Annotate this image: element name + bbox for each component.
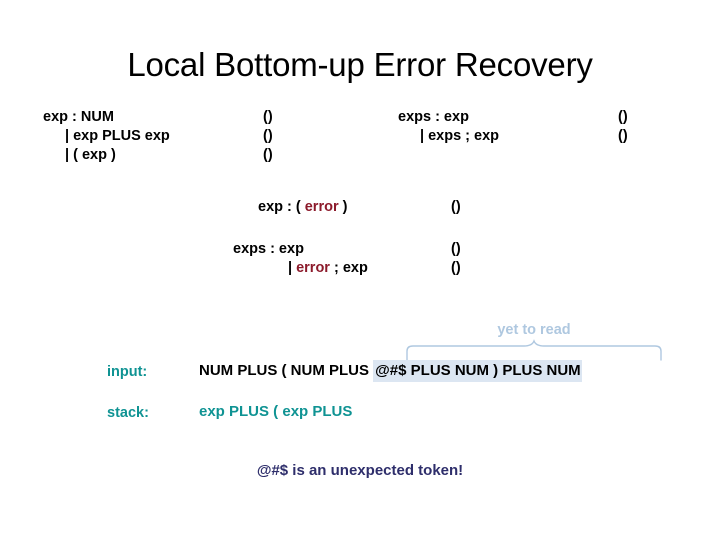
input-row-label: input: xyxy=(107,364,148,380)
semantic-action: () xyxy=(451,260,461,276)
grammar-rule-exp-actions: () () () xyxy=(263,108,273,165)
semantic-action: () xyxy=(263,109,273,125)
error-message: @#$ is an unexpected token! xyxy=(256,462,464,479)
error-rule-exps-line-1: exps : exp xyxy=(233,241,304,257)
error-keyword: error xyxy=(296,260,330,276)
input-consumed-tokens: NUM PLUS ( NUM PLUS xyxy=(199,362,374,379)
yet-to-read-label: yet to read xyxy=(497,322,571,338)
semantic-action: () xyxy=(263,147,273,163)
error-rule-exps-line-2: | error ; exp xyxy=(233,259,368,278)
grammar-rule-exps-line-2-text: | exps ; exp xyxy=(420,128,500,144)
error-keyword: error xyxy=(304,199,339,215)
input-remaining-tokens: @#$ PLUS NUM ) PLUS NUM xyxy=(373,360,582,382)
error-rule-exp-prefix: exp : ( xyxy=(258,199,305,215)
grammar-rule-exp: exp : NUM | exp PLUS exp | ( exp ) xyxy=(43,108,170,165)
stack-row-value: exp PLUS ( exp PLUS xyxy=(199,403,353,420)
error-rule-exps-actions: () () xyxy=(451,240,461,278)
input-row-value: NUM PLUS ( NUM PLUS @#$ PLUS NUM ) PLUS … xyxy=(199,360,582,382)
grammar-rule-exp-line-2-text: | exp PLUS exp xyxy=(65,128,170,144)
page-title: Local Bottom-up Error Recovery xyxy=(127,46,593,83)
curly-brace-icon xyxy=(406,339,662,361)
grammar-rule-exp-line-2: | exp PLUS exp xyxy=(43,127,170,146)
error-rule-exps-suffix: ; exp xyxy=(329,260,368,276)
error-rule-exp: exp : ( error ) xyxy=(258,198,347,217)
grammar-rule-exps-line-1: exps : exp xyxy=(398,109,469,125)
semantic-action: () xyxy=(618,128,628,144)
semantic-action: () xyxy=(451,199,461,215)
semantic-action: () xyxy=(451,241,461,257)
grammar-rule-exp-line-3-text: | ( exp ) xyxy=(65,147,116,163)
error-rule-exp-actions: () xyxy=(451,198,461,217)
grammar-rule-exps: exps : exp | exps ; exp xyxy=(398,108,499,146)
error-rule-exp-line: exp : ( error ) xyxy=(258,198,347,217)
grammar-rule-exps-actions: () () xyxy=(618,108,628,146)
grammar-rule-exp-line-1: exp : NUM xyxy=(43,109,114,125)
semantic-action: () xyxy=(263,128,273,144)
semantic-action: () xyxy=(618,109,628,125)
error-rule-exp-suffix: ) xyxy=(338,199,348,215)
error-rule-exps: exps : exp | error ; exp xyxy=(233,240,368,278)
grammar-rule-exps-line-2: | exps ; exp xyxy=(398,127,499,146)
grammar-rule-exp-line-3: | ( exp ) xyxy=(43,146,170,165)
error-rule-exps-prefix: | xyxy=(288,260,297,276)
stack-row-label: stack: xyxy=(107,405,149,421)
